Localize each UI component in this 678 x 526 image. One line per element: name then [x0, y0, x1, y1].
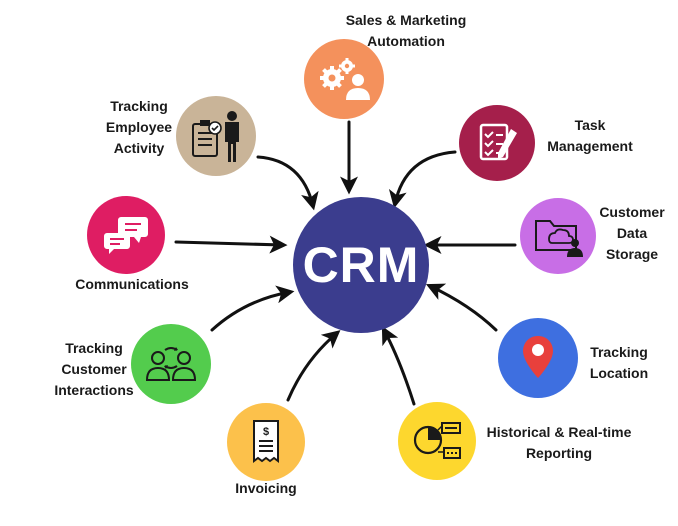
- map-pin-icon: [523, 336, 553, 378]
- label-location: Tracking Location: [578, 342, 660, 384]
- label-employee-text: Tracking Employee Activity: [105, 98, 173, 156]
- svg-text:$: $: [263, 426, 269, 438]
- chat-bubbles-icon: [104, 217, 148, 254]
- label-communications: Communications: [62, 274, 202, 295]
- clipboard-worker-icon: [192, 111, 239, 162]
- label-invoicing-text: Invoicing: [235, 480, 297, 496]
- node-location: [498, 318, 578, 398]
- label-employee: Tracking Employee Activity: [96, 96, 182, 159]
- node-reporting: [398, 402, 476, 480]
- crm-hub: CRM: [293, 197, 429, 333]
- node-invoicing: $: [227, 403, 305, 481]
- label-sales: Sales & Marketing Automation: [336, 10, 476, 52]
- arrow-interactions: [210, 285, 295, 332]
- two-people-icon: [145, 347, 197, 381]
- arrow-reporting: [381, 326, 416, 406]
- label-location-text: Tracking Location: [589, 344, 649, 381]
- arrow-location: [425, 283, 498, 332]
- checklist-pen-icon: [479, 123, 517, 161]
- label-task: Task Management: [540, 115, 660, 157]
- label-communications-text: Communications: [75, 276, 189, 292]
- node-task: [459, 105, 535, 181]
- arrow-communications: [174, 235, 288, 254]
- gears-person-icon: [320, 58, 370, 100]
- node-storage: [520, 198, 596, 274]
- node-communications: [87, 196, 165, 274]
- label-reporting-text: Historical & Real-time Reporting: [486, 424, 632, 461]
- invoice-icon: $: [253, 420, 279, 463]
- label-sales-text: Sales & Marketing Automation: [345, 12, 467, 49]
- label-invoicing: Invoicing: [218, 478, 314, 499]
- folder-cloud-icon: [535, 220, 583, 257]
- arrow-task: [388, 150, 457, 209]
- node-employee: [176, 96, 256, 176]
- pie-chart-icon: [413, 422, 461, 459]
- node-interactions: [131, 324, 211, 404]
- label-interactions: Tracking Customer Interactions: [44, 338, 144, 401]
- label-interactions-text: Tracking Customer Interactions: [54, 340, 134, 398]
- label-storage-text: Customer Data Storage: [599, 204, 665, 262]
- label-task-text: Task Management: [547, 117, 633, 154]
- node-sales: [304, 39, 384, 119]
- arrow-employee: [256, 155, 319, 211]
- label-storage: Customer Data Storage: [592, 202, 672, 265]
- label-reporting: Historical & Real-time Reporting: [470, 422, 648, 464]
- arrow-invoicing: [286, 330, 341, 402]
